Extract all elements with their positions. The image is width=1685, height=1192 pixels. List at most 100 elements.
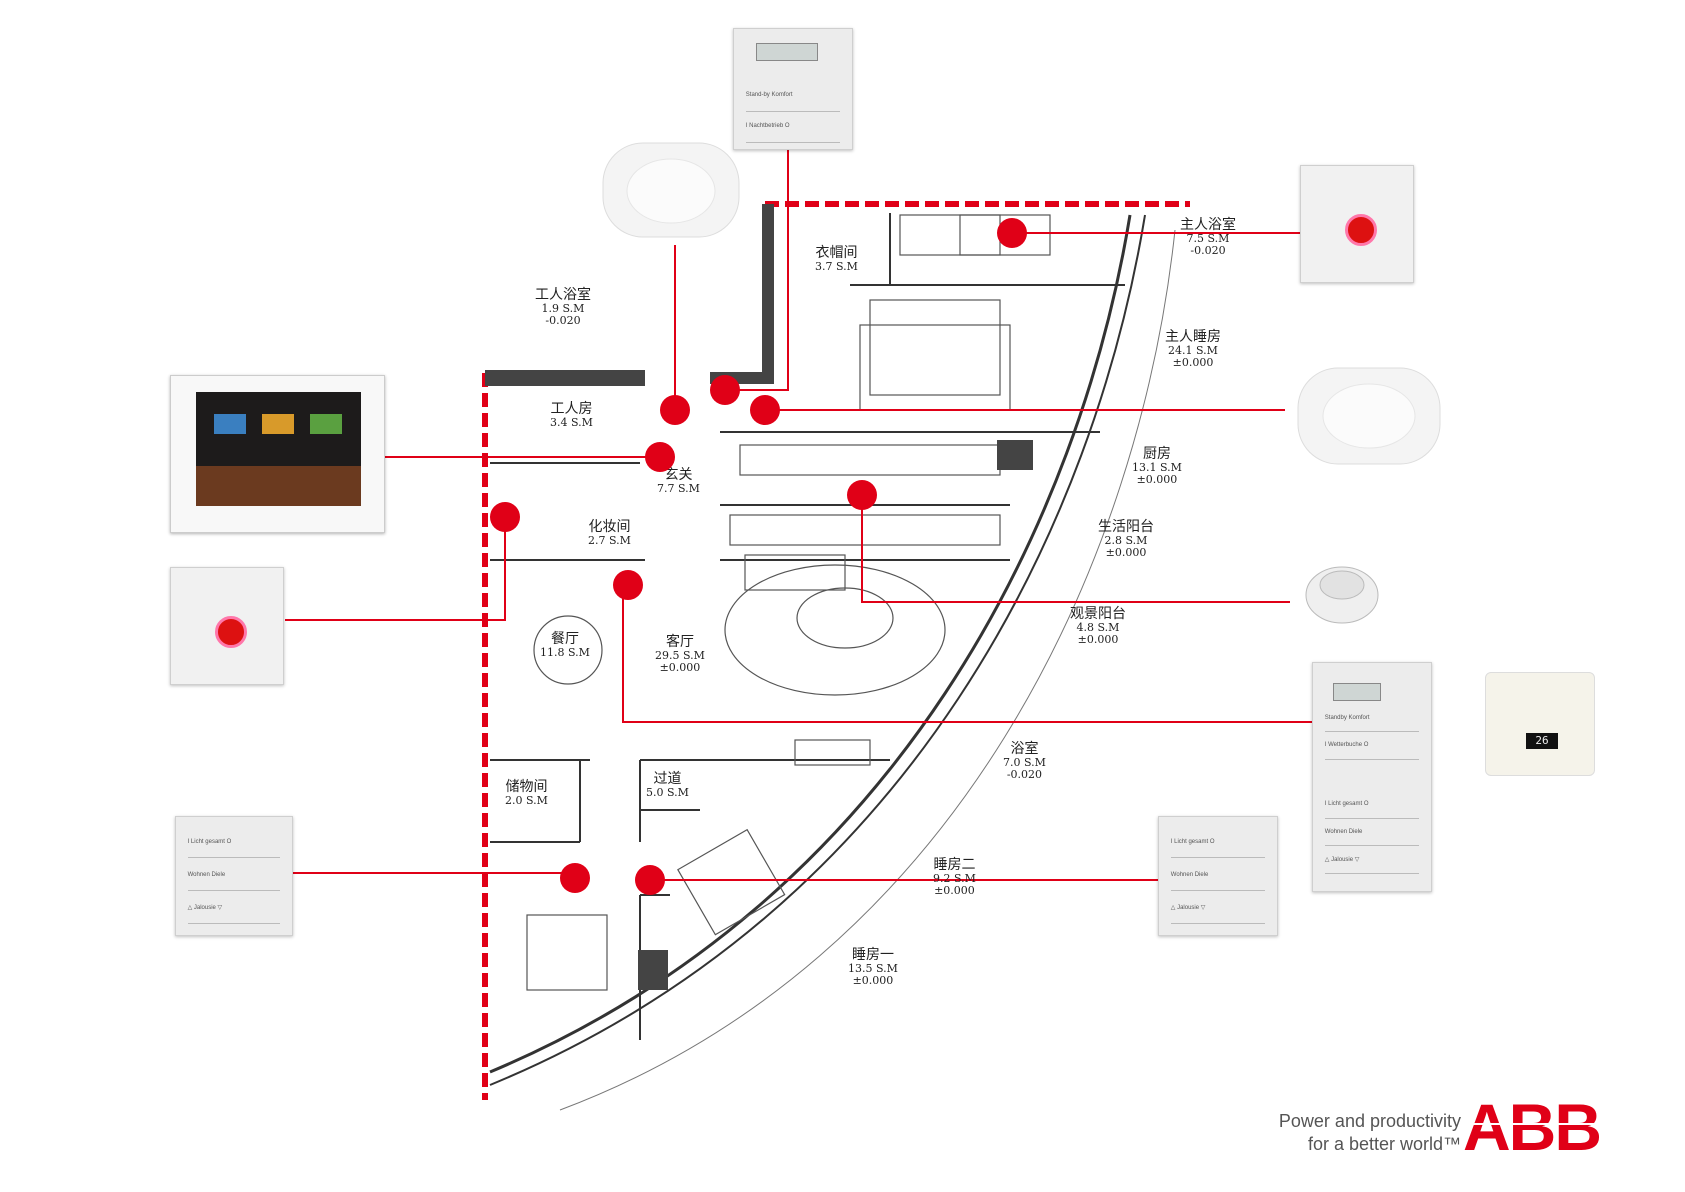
room-level: -0.020 — [1006, 768, 1043, 782]
room-label-living: 客厅 29.5 S.M ±0.000 — [655, 634, 705, 675]
room-level: ±0.000 — [1136, 473, 1178, 487]
room-name: 浴室 — [1010, 741, 1039, 757]
row-label: I Licht gesamt O — [1170, 838, 1215, 845]
sensor-display: 26 — [1526, 733, 1558, 749]
room-label-bed2: 睡房二 9.2 S.M ±0.000 — [933, 857, 976, 898]
device-marker[interactable] — [635, 865, 665, 895]
fixtures — [638, 440, 1033, 990]
room-area: 13.5 S.M — [848, 962, 898, 976]
screen-floor — [196, 466, 361, 506]
room-level: ±0.000 — [852, 974, 894, 988]
room-area: 3.4 S.M — [550, 416, 593, 430]
switch-row: Wohnen Diele — [1170, 859, 1266, 892]
interior-walls — [490, 213, 1125, 1040]
device-marker[interactable] — [613, 570, 643, 600]
row-label: I Wetterbuche O — [1324, 742, 1369, 749]
switch-row: I Wetterbuche O — [1324, 731, 1420, 760]
room-label-cloakroom: 衣帽间 3.7 S.M — [815, 245, 858, 273]
emergency-button-left[interactable] — [170, 567, 284, 685]
room-controller-right[interactable]: Standby Komfort I Wetterbuche O I Licht … — [1312, 662, 1432, 892]
room-area: 7.5 S.M — [1186, 232, 1230, 246]
switch-row: I Licht gesamt O — [1170, 826, 1266, 859]
device-marker[interactable] — [645, 442, 675, 472]
furniture — [526, 214, 1051, 991]
room-label-service-balcony: 生活阳台 2.8 S.M ±0.000 — [1098, 519, 1154, 560]
room-level: -0.020 — [545, 314, 581, 328]
room-area: 13.1 S.M — [1132, 461, 1182, 475]
room-level: ±0.000 — [934, 884, 975, 898]
room-area: 1.9 S.M — [541, 302, 585, 316]
slogan-line2: for a better world™ — [1307, 1133, 1461, 1154]
room-area: 4.8 S.M — [1076, 621, 1120, 635]
room-name: 观景阳台 — [1070, 606, 1126, 622]
screen-tile[interactable] — [310, 414, 342, 434]
room-label-storage: 储物间 2.0 S.M — [505, 779, 548, 807]
row-label: I Licht gesamt O — [187, 838, 232, 845]
alarm-icon — [215, 616, 247, 648]
room-name: 主人浴室 — [1180, 217, 1236, 233]
slogan-line1: Power and productivity — [1278, 1111, 1461, 1131]
room-name: 餐厅 — [550, 631, 579, 647]
device-marker[interactable] — [660, 395, 690, 425]
screen-tile[interactable] — [262, 414, 294, 434]
device-marker[interactable] — [997, 218, 1027, 248]
room-area: 7.7 S.M — [657, 482, 700, 496]
room-label-maid-room: 工人房 3.4 S.M — [550, 401, 593, 430]
room-level: -0.020 — [1190, 244, 1226, 258]
room-name: 过道 — [653, 771, 682, 787]
room-label-master-bath: 主人浴室 7.5 S.M -0.020 — [1180, 217, 1236, 258]
room-name: 工人浴室 — [535, 287, 591, 303]
climate-sensor: 26 — [1485, 672, 1595, 776]
device-marker[interactable] — [847, 480, 877, 510]
emergency-button-top[interactable] — [1300, 165, 1414, 283]
thick-walls — [485, 204, 774, 386]
room-level: ±0.000 — [1105, 546, 1147, 560]
row-label: I Nachtbetrieb O — [745, 123, 790, 130]
room-area: 29.5 S.M — [655, 649, 705, 663]
slogan: Power and productivity for a better worl… — [1279, 1110, 1461, 1155]
switch-row: Standby Komfort — [1324, 704, 1420, 733]
room-area: 7.0 S.M — [1003, 756, 1046, 770]
device-marker[interactable] — [490, 502, 520, 532]
room-area: 11.8 S.M — [540, 646, 590, 660]
device-marker[interactable] — [560, 863, 590, 893]
switch-row: I Licht gesamt O — [187, 826, 281, 859]
room-area: 5.0 S.M — [646, 786, 689, 800]
switch-right[interactable]: I Licht gesamt O Wohnen Diele △ Jalousie… — [1158, 816, 1278, 936]
room-name: 主人睡房 — [1165, 329, 1221, 345]
presence-detector-right — [1297, 367, 1441, 465]
room-name: 生活阳台 — [1098, 519, 1154, 535]
room-label-foyer: 玄关 7.7 S.M — [657, 467, 700, 496]
room-controller-top[interactable]: Stand-by Komfort I Nachtbetrieb O — [733, 28, 853, 150]
row-label: Wohnen Diele — [1170, 871, 1209, 878]
device-marker[interactable] — [710, 375, 740, 405]
row-label: Wohnen Diele — [1324, 828, 1363, 835]
room-name: 衣帽间 — [815, 245, 858, 261]
room-label-view-balcony: 观景阳台 4.8 S.M ±0.000 — [1070, 606, 1126, 647]
room-label-dining: 餐厅 11.8 S.M — [540, 631, 590, 660]
room-label-bath: 浴室 7.0 S.M -0.020 — [1003, 741, 1046, 782]
room-name: 玄关 — [664, 467, 693, 483]
room-name: 客厅 — [665, 634, 694, 650]
screen-tile[interactable] — [214, 414, 246, 434]
room-label-maid-bath: 工人浴室 1.9 S.M -0.020 — [535, 287, 591, 328]
room-area: 2.8 S.M — [1104, 534, 1148, 548]
switch-row: Stand-by Komfort — [745, 79, 841, 112]
room-label-master-bed: 主人睡房 24.1 S.M ±0.000 — [1165, 329, 1221, 370]
alarm-icon — [1345, 214, 1377, 246]
connector-lines — [285, 150, 1312, 881]
row-label: Wohnen Diele — [187, 871, 226, 878]
touch-panel[interactable] — [170, 375, 385, 533]
switch-row: △ Jalousie ▽ — [187, 893, 281, 925]
switch-row: Wohnen Diele — [1324, 818, 1420, 847]
abb-logo: ABB — [1463, 1094, 1625, 1154]
touch-screen[interactable] — [196, 392, 361, 506]
lcd-display — [756, 43, 818, 61]
switch-row: Wohnen Diele — [187, 859, 281, 892]
device-marker[interactable] — [750, 395, 780, 425]
switch-left[interactable]: I Licht gesamt O Wohnen Diele △ Jalousie… — [175, 816, 293, 936]
room-label-powder: 化妆间 2.7 S.M — [588, 519, 631, 547]
room-name: 化妆间 — [588, 519, 631, 535]
row-label: I Licht gesamt O — [1324, 801, 1369, 808]
